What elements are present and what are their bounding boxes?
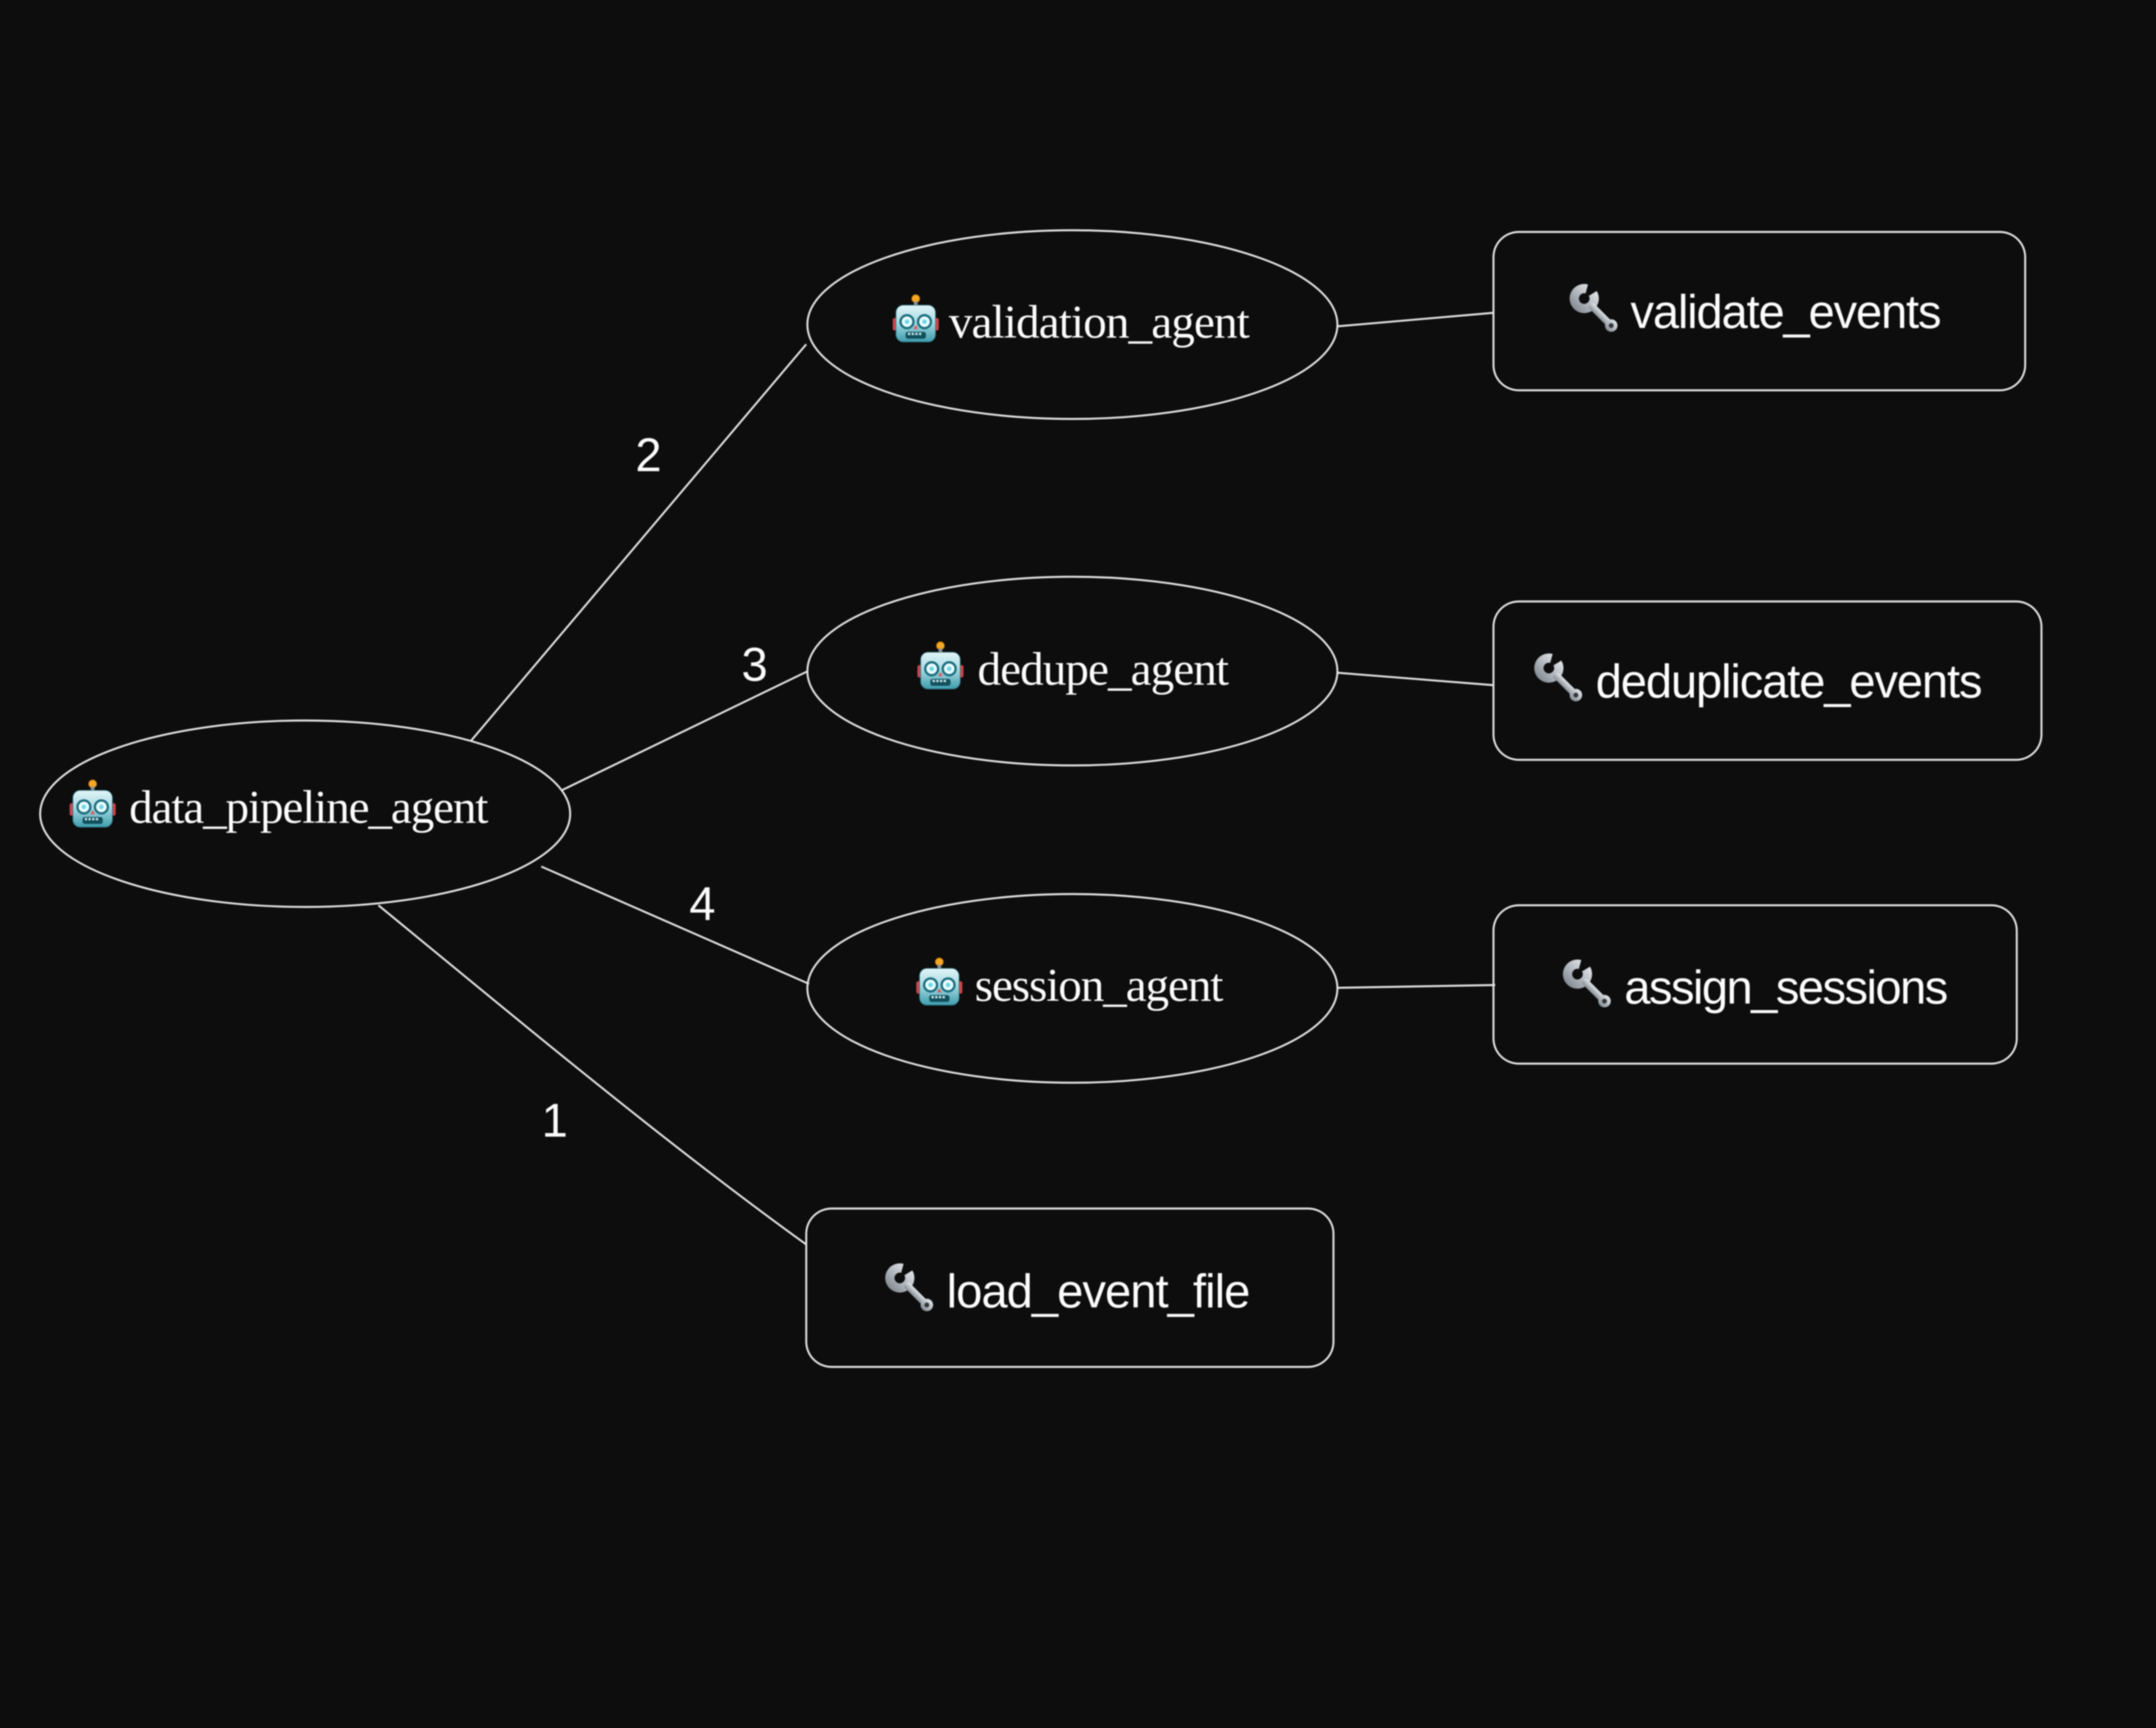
svg-text:validate_events: validate_events (1630, 285, 1942, 338)
svg-text:3: 3 (742, 638, 768, 691)
svg-text:data_pipeline_agent: data_pipeline_agent (129, 781, 488, 833)
svg-text:session_agent: session_agent (975, 959, 1223, 1011)
svg-text:validation_agent: validation_agent (949, 296, 1250, 348)
svg-text:4: 4 (689, 877, 716, 930)
svg-text:load_event_file: load_event_file (947, 1265, 1250, 1317)
svg-text:assign_sessions: assign_sessions (1624, 961, 1948, 1014)
svg-text:dedupe_agent: dedupe_agent (977, 643, 1229, 695)
svg-text:2: 2 (636, 428, 662, 481)
svg-text:deduplicate_events: deduplicate_events (1596, 655, 1983, 708)
svg-text:1: 1 (542, 1094, 568, 1147)
